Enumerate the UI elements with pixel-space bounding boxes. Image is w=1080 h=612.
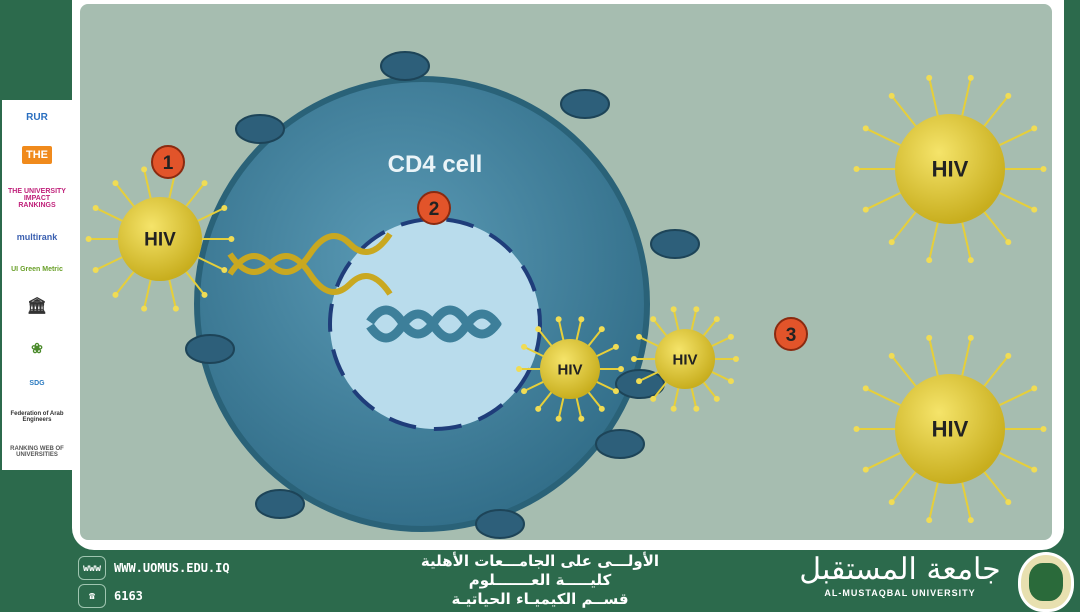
multirank-logo: multirank (16, 232, 58, 243)
hiv-virus: HIV (631, 306, 739, 412)
dna-icon (366, 305, 502, 343)
receptor-icon (380, 51, 430, 81)
hiv-virus: HIV (853, 334, 1047, 524)
receptor-icon (475, 509, 525, 539)
step-badge (417, 191, 451, 225)
receptor-icon (235, 114, 285, 144)
virus-label: HIV (557, 361, 582, 378)
tagline-line: قســم الكيميـاء الحياتيـة (451, 590, 629, 608)
tagline-line: كليـــــة العـــــــلوم (468, 571, 612, 589)
receptor-icon (595, 429, 645, 459)
virus-label: HIV (144, 230, 176, 251)
university-logo-text: جامعة المستقبل AL-MUSTAQBAL UNIVERSITY (790, 552, 1010, 598)
hiv-virus: HIV (85, 166, 235, 312)
rur-logo: RUR (26, 111, 48, 123)
phone-icon: ☎ (78, 584, 106, 608)
nuclear-membrane (328, 217, 542, 431)
hiv-diagram: CD4 cell HIV HIV HIV HIV HIV 1 2 3 (80, 4, 1052, 540)
laurel-logo: ❀ (31, 339, 43, 356)
step-number: 3 (786, 325, 797, 346)
the-logo: THE (22, 146, 52, 165)
cell-label: CD4 cell (388, 151, 483, 178)
hiv-virus: HIV (853, 74, 1047, 264)
the-impact-logo: THE UNIVERSITY IMPACT RANKINGS (8, 187, 66, 209)
receptor-icon (255, 489, 305, 519)
virus-label: HIV (672, 351, 697, 368)
university-name-ar: جامعة المستقبل (799, 552, 1001, 587)
rna-strand-icon (227, 232, 393, 296)
university-seal-logo (1018, 552, 1074, 612)
step-badge (774, 317, 808, 351)
step-number: 2 (429, 199, 440, 220)
virus-label: HIV (932, 157, 969, 182)
phone-link[interactable]: ☎ 6163 (78, 584, 143, 608)
tagline-line: الأولـــى على الجامـــعات الأهلية (420, 552, 660, 570)
receptor-icon (650, 229, 700, 259)
phone-text: 6163 (114, 589, 143, 603)
footer-tagline: الأولـــى على الجامـــعات الأهلية كليـــ… (350, 552, 730, 609)
hiv-virus: HIV (516, 316, 624, 422)
webometrics-logo: RANKING WEB OF UNIVERSITIES (10, 446, 64, 459)
greenmetric-logo: UI Green Metric (11, 265, 63, 273)
building-icon: 🏛 (26, 298, 48, 316)
arab-engineers-logo: Federation of Arab Engineers (10, 410, 64, 423)
website-text: WWW.UOMUS.EDU.IQ (114, 561, 230, 575)
university-name-en: AL-MUSTAQBAL UNIVERSITY (824, 588, 976, 598)
step-badge (151, 145, 185, 179)
footer: www WWW.UOMUS.EDU.IQ ☎ 6163 الأولـــى عل… (0, 548, 1080, 612)
step-number: 1 (163, 153, 174, 174)
sidebar-ranking-logos: RUR THE THE UNIVERSITY IMPACT RANKINGS m… (2, 100, 72, 470)
website-link[interactable]: www WWW.UOMUS.EDU.IQ (78, 556, 230, 580)
cd4-cell: CD4 cell (185, 51, 700, 539)
diagram-canvas: CD4 cell HIV HIV HIV HIV HIV 1 2 3 (85, 51, 1047, 539)
globe-icon: www (78, 556, 106, 580)
receptor-icon (560, 89, 610, 119)
receptor-icon (185, 334, 235, 364)
virus-label: HIV (932, 417, 969, 442)
sdg-logo: SDG (29, 380, 45, 388)
